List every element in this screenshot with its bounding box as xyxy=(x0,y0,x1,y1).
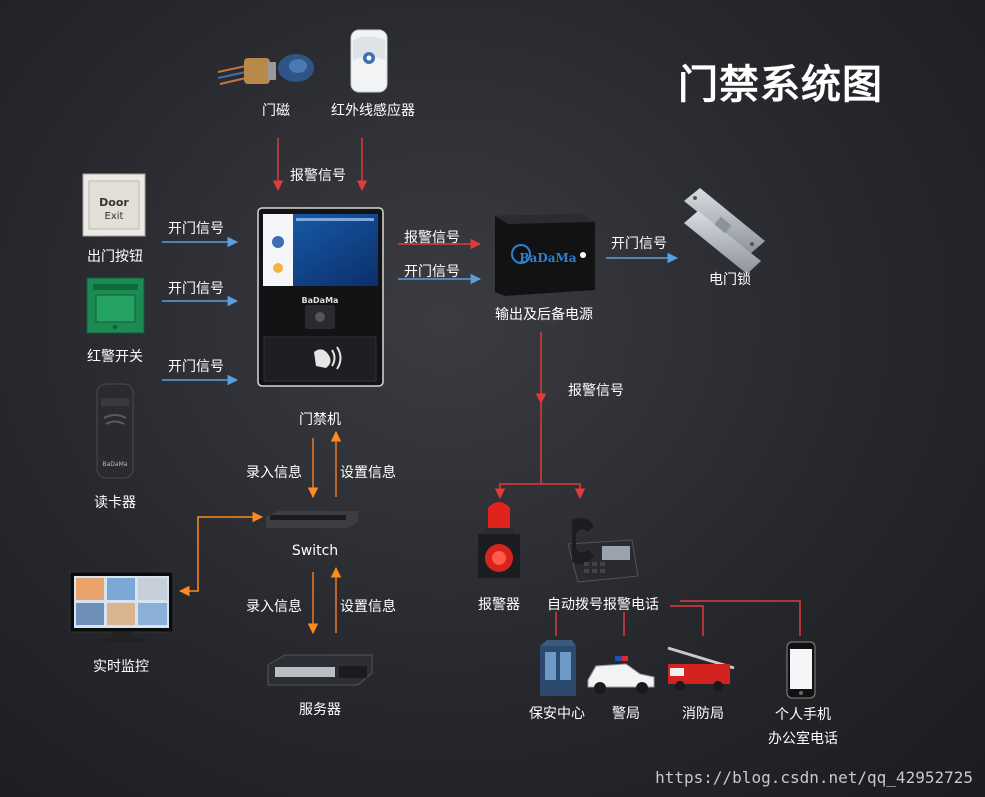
edge-switch-monitor xyxy=(178,511,264,597)
server-icon xyxy=(267,654,373,686)
ir-sensor-icon xyxy=(350,29,388,93)
label-edge-enter-info-top: 录入信息 xyxy=(246,465,302,481)
monitor-icon xyxy=(69,571,174,642)
label-door-magnet: 门磁 xyxy=(262,103,290,119)
connectors xyxy=(162,138,801,636)
door-magnet-icon xyxy=(217,54,314,85)
label-electric-lock: 电门锁 xyxy=(709,272,751,288)
auto-dialer-icon xyxy=(567,518,639,583)
edge-fanout-to-siren xyxy=(494,483,541,500)
label-edge-alarm-down: 报警信号 xyxy=(568,383,624,399)
label-security-center: 保安中心 xyxy=(529,706,585,722)
label-edge-open-reader: 开门信号 xyxy=(168,359,224,375)
red-alarm-switch-icon xyxy=(86,277,145,334)
label-mobile-line2: 办公室电话 xyxy=(768,731,838,747)
edge-fanout-to-dialer xyxy=(541,483,586,500)
svg-text:BaDaMa: BaDaMa xyxy=(519,251,576,265)
label-monitor: 实时监控 xyxy=(93,659,149,675)
label-card-reader: 读卡器 xyxy=(94,495,136,511)
label-fire-dept: 消防局 xyxy=(682,706,724,722)
svg-text:Door: Door xyxy=(99,196,129,209)
label-auto-dialer: 自动拨号报警电话 xyxy=(547,597,659,613)
card-reader-icon: BaDaMa xyxy=(96,383,134,479)
page-title: 门禁系统图 xyxy=(678,62,883,108)
svg-text:BaDaMa: BaDaMa xyxy=(302,296,339,305)
exit-button-icon: Door Exit xyxy=(82,173,146,237)
label-edge-set-info-bottom: 设置信息 xyxy=(340,599,396,615)
label-police: 警局 xyxy=(612,706,640,722)
power-supply-icon: BaDaMa xyxy=(495,214,595,296)
label-edge-alarm-to-power: 报警信号 xyxy=(404,230,460,246)
label-switch: Switch xyxy=(291,543,339,559)
label-ir-sensor: 红外线感应器 xyxy=(331,103,415,119)
label-power-supply: 输出及后备电源 xyxy=(495,307,593,323)
label-edge-alarm-top: 报警信号 xyxy=(290,168,346,184)
svg-text:BaDaMa: BaDaMa xyxy=(103,461,128,468)
label-edge-open-to-lock: 开门信号 xyxy=(611,236,667,252)
label-red-alarm-switch: 红警开关 xyxy=(87,349,143,365)
access-controller-icon: BaDaMa xyxy=(257,207,384,387)
svg-text:Exit: Exit xyxy=(105,211,124,222)
label-access-controller: 门禁机 xyxy=(299,412,341,428)
label-edge-enter-info-bottom: 录入信息 xyxy=(246,599,302,615)
edge-dialer-to-mobile xyxy=(680,600,801,636)
police-car-icon xyxy=(587,656,655,694)
label-edge-open-exit: 开门信号 xyxy=(168,221,224,237)
edge-dialer-to-fire xyxy=(670,605,704,636)
label-edge-set-info-top: 设置信息 xyxy=(340,465,396,481)
label-exit-button: 出门按钮 xyxy=(87,249,143,265)
label-server: 服务器 xyxy=(299,702,341,718)
watermark: https://blog.csdn.net/qq_42952725 xyxy=(655,768,973,787)
label-edge-open-to-power: 开门信号 xyxy=(404,264,460,280)
fire-truck-icon xyxy=(667,646,735,691)
security-booth-icon xyxy=(540,640,576,696)
label-edge-open-switch: 开门信号 xyxy=(168,281,224,297)
network-switch-icon xyxy=(266,511,358,528)
label-mobile-line1: 个人手机 xyxy=(775,707,831,723)
label-siren: 报警器 xyxy=(478,597,520,613)
mobile-phone-icon xyxy=(786,641,816,699)
siren-icon xyxy=(478,502,520,578)
electric-lock-icon xyxy=(684,188,765,274)
